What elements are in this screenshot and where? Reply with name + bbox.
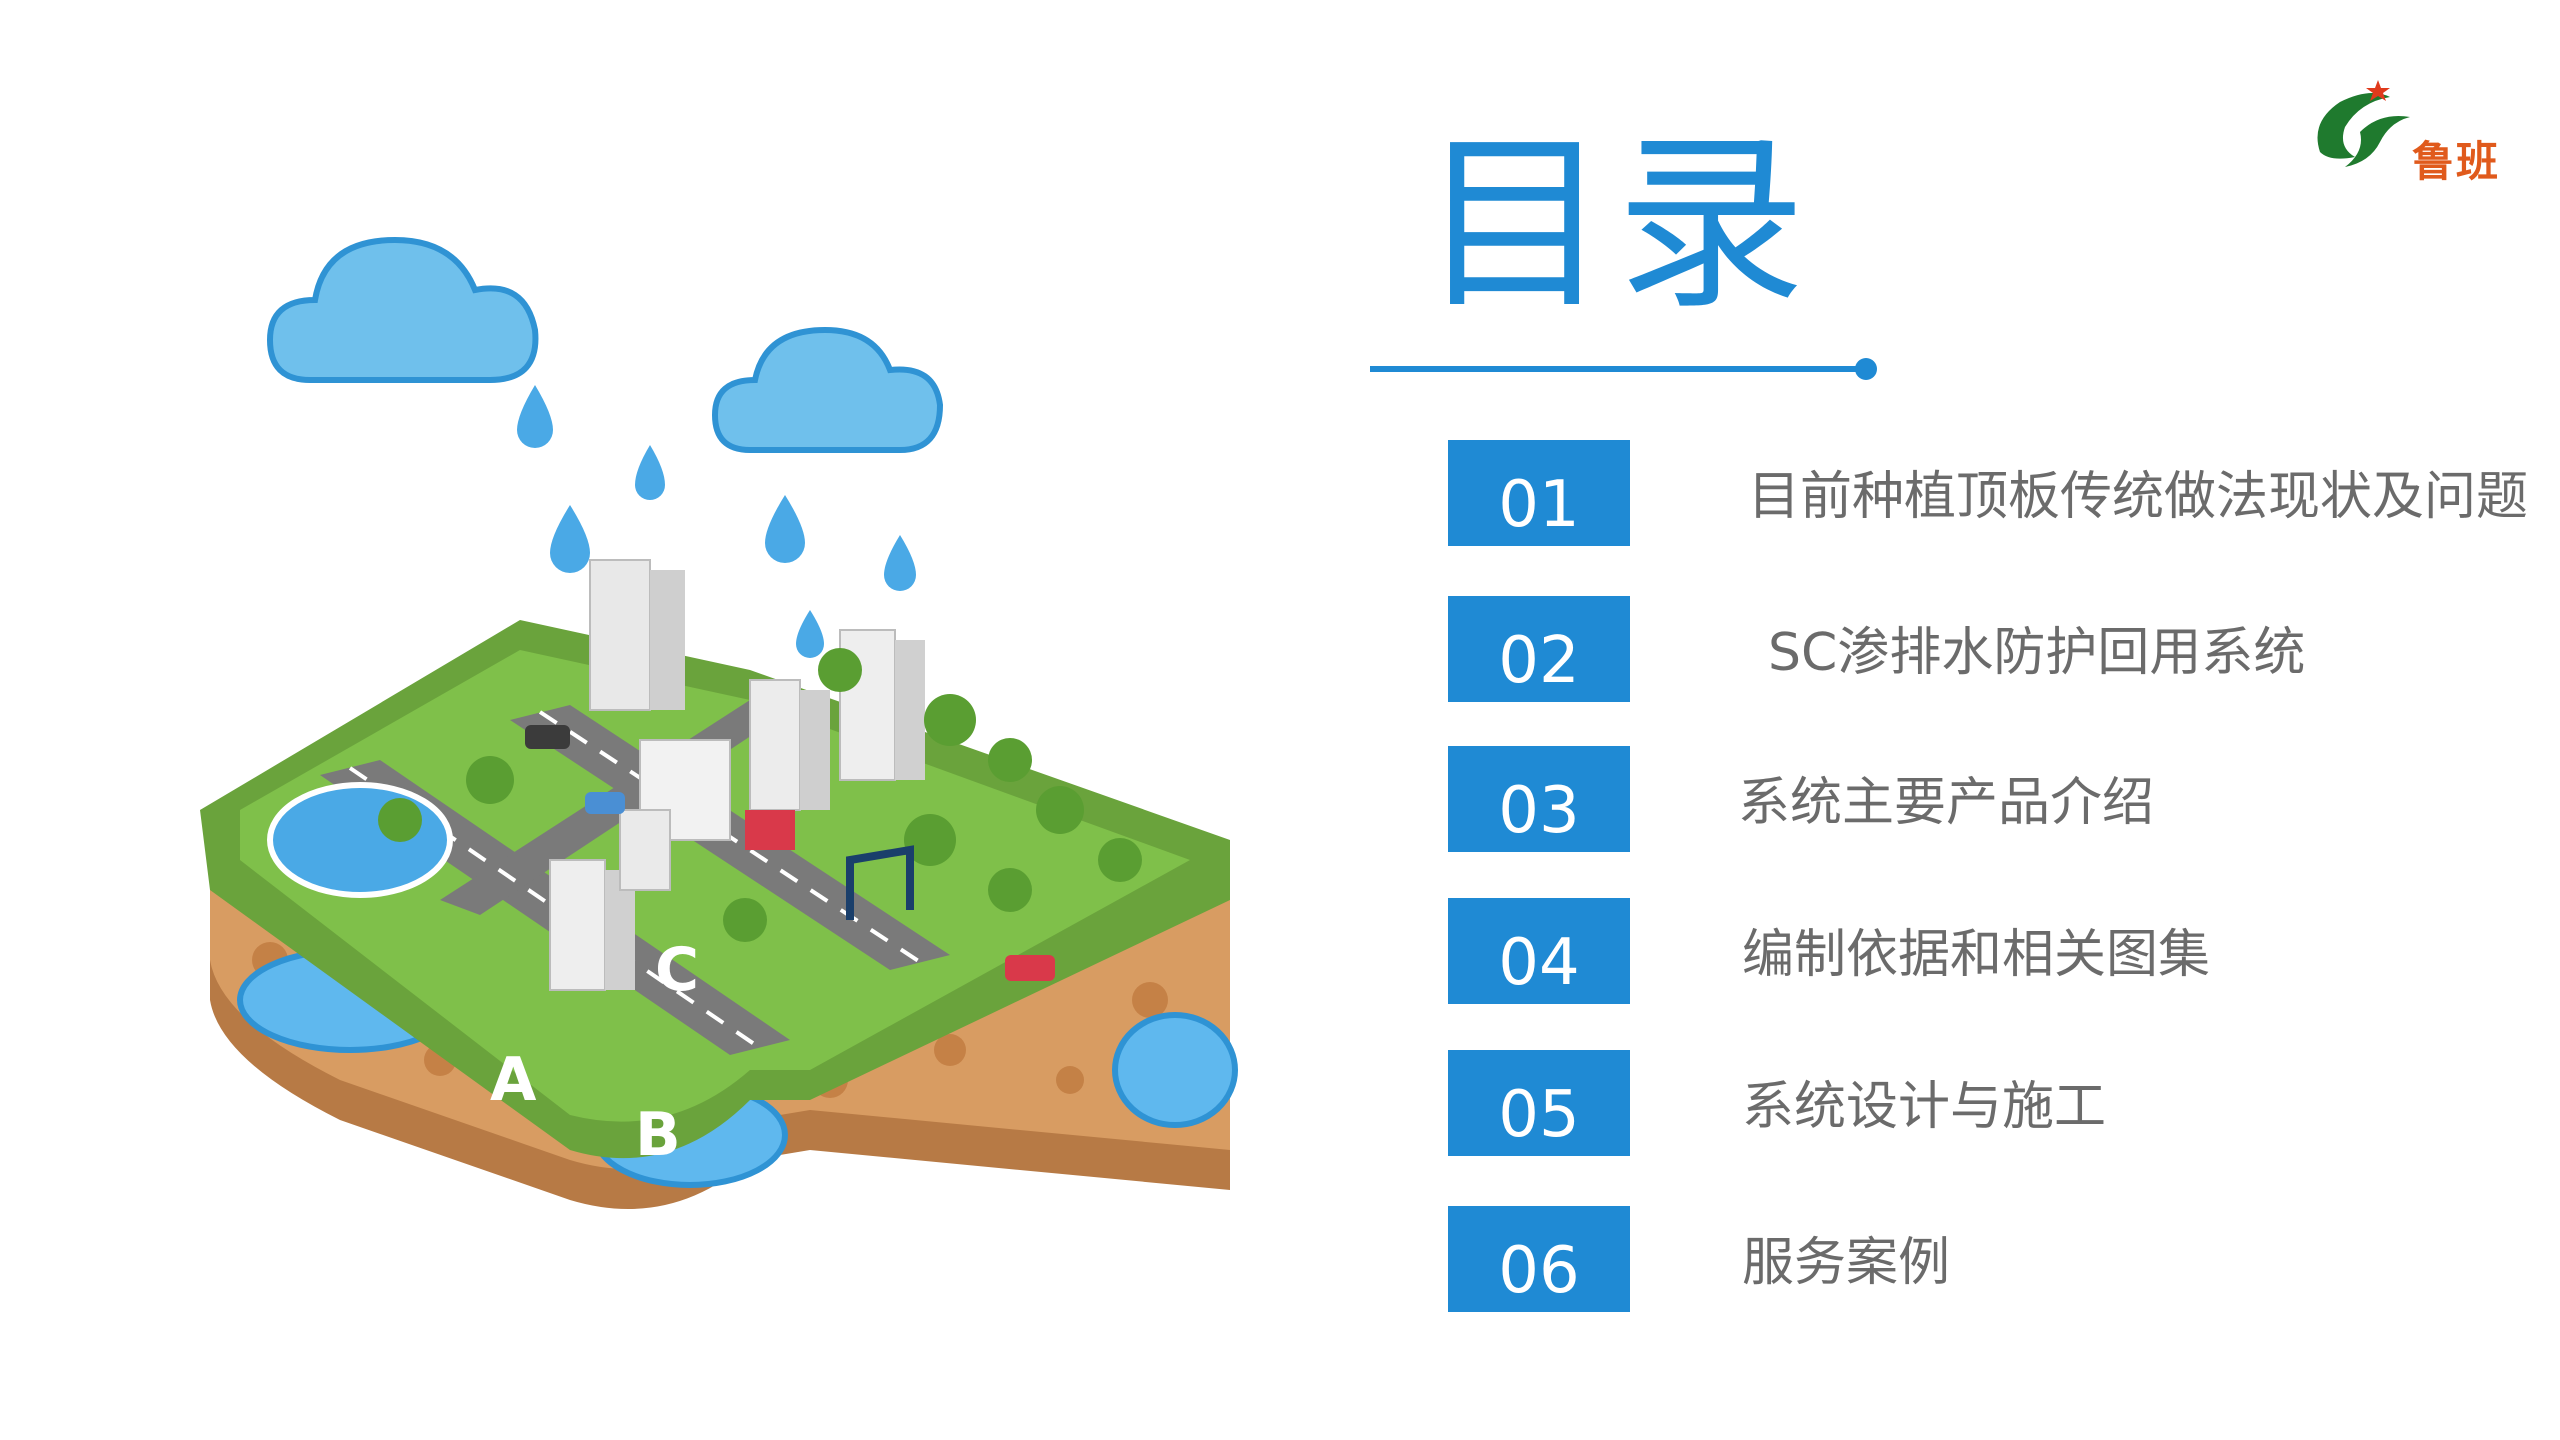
toc-item-05[interactable]: 05 系统设计与施工 — [1448, 1050, 2448, 1160]
toc-number: 04 — [1448, 898, 1630, 1004]
toc-item-02[interactable]: 02 SC渗排水防护回用系统 — [1448, 596, 2448, 706]
toc-number: 05 — [1448, 1050, 1630, 1156]
toc-number: 06 — [1448, 1206, 1630, 1312]
zone-label-b: B — [635, 1100, 681, 1170]
toc-item-01[interactable]: 01 目前种植顶板传统做法现状及问题 — [1448, 440, 2528, 550]
toc-item-03[interactable]: 03 系统主要产品介绍 — [1448, 746, 2448, 856]
rainwater-city-illustration: A B C — [190, 200, 1250, 1250]
toc-label: 系统主要产品介绍 — [1738, 773, 2155, 833]
toc-item-04[interactable]: 04 编制依据和相关图集 — [1448, 898, 2448, 1008]
reservoir-d — [1112, 1012, 1238, 1128]
title-underline-dot — [1855, 358, 1877, 380]
toc-number: 03 — [1448, 746, 1630, 852]
brand-name: 鲁班 — [2412, 137, 2501, 186]
cloud-icon — [266, 236, 944, 453]
toc-label: SC渗排水防护回用系统 — [1768, 623, 2306, 683]
page-title: 目录 — [1420, 114, 1813, 335]
title-underline — [1370, 366, 1864, 372]
zone-label-a: A — [490, 1045, 537, 1115]
brand-logo: 鲁班 — [2300, 72, 2520, 192]
toc-number: 01 — [1448, 440, 1630, 546]
toc-label: 目前种植顶板传统做法现状及问题 — [1748, 467, 2529, 527]
toc-label: 服务案例 — [1742, 1233, 1951, 1293]
toc-item-06[interactable]: 06 服务案例 — [1448, 1206, 2448, 1316]
toc-label: 系统设计与施工 — [1742, 1077, 2107, 1137]
toc-number: 02 — [1448, 596, 1630, 702]
toc-label: 编制依据和相关图集 — [1742, 925, 2211, 985]
zone-label-c: C — [655, 935, 699, 1005]
brand-mark-icon — [2317, 80, 2410, 167]
